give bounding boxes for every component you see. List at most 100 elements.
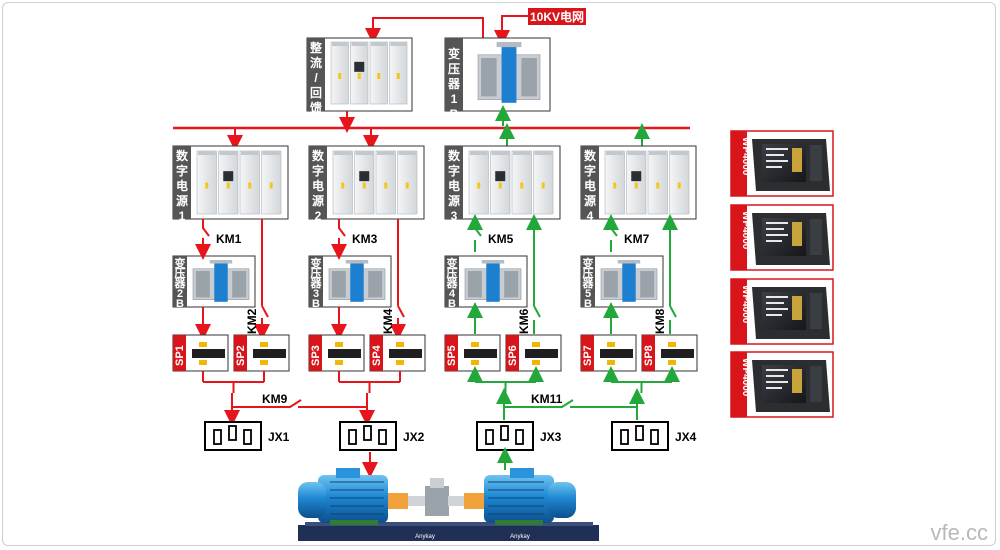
sensor-sp8: SP8 <box>641 334 698 372</box>
power-analyzer-3: WP4000 <box>730 278 834 345</box>
svg-text:1: 1 <box>179 209 186 223</box>
svg-text:B: B <box>312 298 320 310</box>
svg-text:JX1: JX1 <box>268 430 290 444</box>
svg-text:压: 压 <box>311 266 322 280</box>
svg-text:数: 数 <box>176 148 189 163</box>
svg-text:电: 电 <box>448 178 460 193</box>
power-supply-cabinets-4 <box>604 150 690 215</box>
svg-text:电: 电 <box>584 178 596 193</box>
svg-text:SP3: SP3 <box>310 345 322 366</box>
power-supply-cabinets-3 <box>468 150 554 215</box>
svg-text:字: 字 <box>448 163 460 178</box>
junction-jx2: JX2 <box>339 421 425 451</box>
svg-text:SP7: SP7 <box>582 345 594 366</box>
svg-text:电: 电 <box>312 178 324 193</box>
km-label-km3: KM3 <box>352 232 378 246</box>
svg-text:电: 电 <box>176 178 188 193</box>
svg-text:数: 数 <box>448 148 461 163</box>
transformer-icon-2 <box>192 260 250 302</box>
grid-label: 10KV电网 <box>530 9 584 24</box>
svg-text:2: 2 <box>177 288 183 300</box>
svg-text:4: 4 <box>449 288 456 300</box>
transformer-icon-3 <box>328 260 386 302</box>
svg-text:器: 器 <box>446 277 459 290</box>
svg-text:源: 源 <box>448 193 460 208</box>
svg-text:5: 5 <box>585 288 591 300</box>
svg-text:压: 压 <box>175 266 186 280</box>
rectifier-cabinets <box>330 41 408 105</box>
svg-text:字: 字 <box>312 163 324 178</box>
power-analyzer-1: WP4000 <box>730 130 834 197</box>
svg-text:1: 1 <box>451 92 458 106</box>
sensor-sp2: SP2 <box>233 334 290 372</box>
junction-jx3: JX3 <box>476 421 562 451</box>
svg-text:流: 流 <box>310 55 322 70</box>
power-analyzer-2: WP4000 <box>730 204 834 271</box>
sensor-sp4: SP4 <box>369 334 426 372</box>
svg-text:JX2: JX2 <box>403 430 425 444</box>
svg-text:馈: 馈 <box>310 100 322 115</box>
motor-test-bench: Anykay Anykay <box>298 468 599 541</box>
km-label-km2: KM2 <box>245 308 259 334</box>
svg-text:SP1: SP1 <box>174 345 186 366</box>
svg-text:字: 字 <box>176 163 188 178</box>
km-label-km8: KM8 <box>653 308 667 334</box>
grid-label-box <box>528 8 586 25</box>
bench-brand-right: Anykay <box>510 534 530 540</box>
svg-text:WP4000: WP4000 <box>740 137 751 176</box>
svg-text:数: 数 <box>584 148 597 163</box>
bench-brand-left: Anykay <box>415 534 435 540</box>
svg-text:B: B <box>448 298 456 310</box>
svg-text:变: 变 <box>583 256 594 270</box>
svg-text:压: 压 <box>447 266 458 280</box>
main-transformer-icon <box>477 42 541 103</box>
svg-text:器: 器 <box>310 277 323 290</box>
svg-text:/: / <box>314 71 318 85</box>
svg-text:变: 变 <box>448 46 460 61</box>
svg-text:变: 变 <box>447 256 458 270</box>
svg-text:变: 变 <box>311 256 322 270</box>
svg-text:3: 3 <box>313 288 319 300</box>
transformer-icon-4 <box>464 260 522 302</box>
svg-text:变: 变 <box>175 256 186 270</box>
svg-text:JX4: JX4 <box>675 430 697 444</box>
svg-text:2: 2 <box>315 209 322 223</box>
rectifier-label-text: 整流/回馈 <box>309 40 322 115</box>
svg-text:SP6: SP6 <box>507 345 519 366</box>
svg-text:回: 回 <box>310 86 322 100</box>
sensor-sp1: SP1 <box>172 334 229 372</box>
km11-label: KM11 <box>531 392 563 406</box>
junction-jx4: JX4 <box>611 421 697 451</box>
svg-text:JX3: JX3 <box>540 430 562 444</box>
svg-text:WP4000: WP4000 <box>740 211 751 250</box>
svg-text:SP5: SP5 <box>446 345 458 366</box>
svg-text:器: 器 <box>447 77 461 91</box>
km-label-km4: KM4 <box>381 308 395 334</box>
svg-text:SP4: SP4 <box>371 344 383 366</box>
svg-text:压: 压 <box>448 62 460 76</box>
km-label-km7: KM7 <box>624 232 650 246</box>
svg-text:4: 4 <box>587 209 594 223</box>
svg-text:B: B <box>584 298 592 310</box>
power-supply-cabinets-1 <box>196 150 282 215</box>
power-analyzer-4: WP4000 <box>730 351 834 418</box>
svg-text:压: 压 <box>583 266 594 280</box>
km-label-km6: KM6 <box>517 308 531 334</box>
svg-text:WP4000: WP4000 <box>740 358 751 397</box>
svg-text:字: 字 <box>584 163 596 178</box>
sensor-sp7: SP7 <box>580 334 637 372</box>
transformer-icon-5 <box>600 260 658 302</box>
svg-text:器: 器 <box>174 277 187 290</box>
sensor-sp5: SP5 <box>444 334 501 372</box>
